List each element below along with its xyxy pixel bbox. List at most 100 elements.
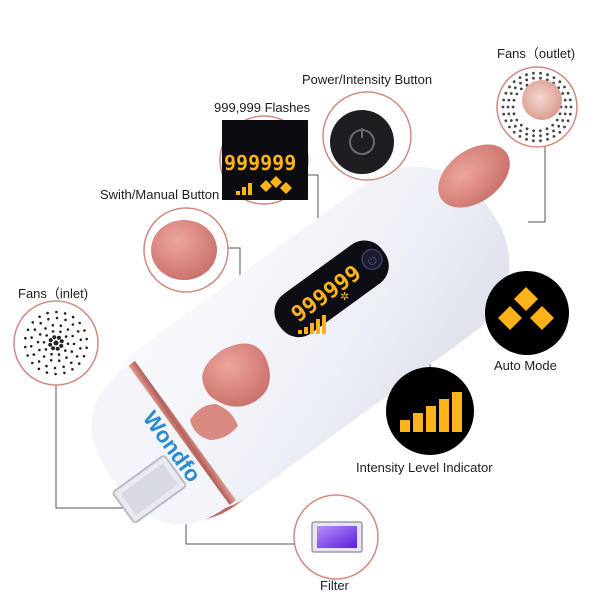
vent-dot xyxy=(42,341,46,344)
label-fans-inlet: Fans（inlet) xyxy=(18,286,88,301)
vent-dot xyxy=(64,349,67,352)
callout-filter xyxy=(293,494,379,580)
vent-dot xyxy=(71,368,74,371)
vent-dot xyxy=(57,353,61,356)
display-panel xyxy=(274,240,389,338)
vent-dot xyxy=(51,346,56,351)
vent-dot xyxy=(59,339,64,344)
callout-flashes: 999999 xyxy=(219,115,309,205)
vent-dot xyxy=(507,98,511,102)
vent-dot xyxy=(525,137,528,141)
power-button[interactable] xyxy=(358,245,386,273)
vent-dot xyxy=(508,85,511,89)
vent-dot xyxy=(525,127,529,131)
callout-power-button xyxy=(322,91,412,181)
outlet-center xyxy=(522,80,562,120)
vent-dot xyxy=(512,98,516,102)
fan-outlet-vent xyxy=(438,144,510,208)
vent-dot xyxy=(519,123,523,127)
vent-dot xyxy=(539,139,542,143)
vent-dot xyxy=(51,324,55,327)
vent-dot xyxy=(519,129,522,133)
vent-dot xyxy=(539,71,542,75)
vent-dot xyxy=(558,112,562,116)
vent-dot xyxy=(558,130,562,134)
leader-outlet xyxy=(528,139,546,223)
vent-dot xyxy=(501,105,505,109)
callout-fans-outlet xyxy=(496,66,578,148)
vent-dot xyxy=(545,132,549,136)
vent-dot xyxy=(85,337,88,341)
vent-dot xyxy=(515,92,519,96)
label-auto-mode: Auto Mode xyxy=(494,358,557,373)
vent-dot xyxy=(561,92,565,95)
auto-mode-icon xyxy=(498,287,554,330)
intensity-bar xyxy=(439,399,449,432)
vent-dot xyxy=(70,361,73,365)
vent-dot xyxy=(519,81,522,85)
vent-dot xyxy=(563,112,567,116)
vent-dot xyxy=(31,361,34,365)
vent-dot xyxy=(566,119,570,123)
manual-button[interactable] xyxy=(202,343,270,407)
vent-dot xyxy=(85,346,88,350)
vent-dot xyxy=(26,354,29,357)
vent-dot xyxy=(78,321,81,325)
vent-dot xyxy=(38,348,41,352)
vent-dot xyxy=(561,119,565,122)
label-power-button: Power/Intensity Button xyxy=(302,72,432,87)
vent-dot xyxy=(29,345,33,348)
vent-dot xyxy=(32,353,36,356)
vent-dot xyxy=(508,125,511,129)
vent-dot xyxy=(564,105,568,109)
vent-dot xyxy=(65,356,68,359)
callout-manual-button xyxy=(143,207,229,293)
vent-dot xyxy=(59,330,62,334)
vent-dot xyxy=(64,335,68,338)
vent-dot xyxy=(532,76,535,80)
vent-dot xyxy=(55,346,60,351)
vent-dot xyxy=(53,340,59,346)
vent-dot xyxy=(558,80,562,84)
vent-dot xyxy=(566,91,570,95)
vent-dot xyxy=(513,86,517,90)
vent-dot xyxy=(59,324,63,328)
vent-dot xyxy=(24,336,27,340)
leader-inlet xyxy=(55,380,135,509)
vent-dot xyxy=(75,355,79,358)
vent-dot xyxy=(525,78,529,82)
vent-dot xyxy=(568,98,572,102)
label-filter: Filter xyxy=(320,578,350,593)
vent-dot xyxy=(51,330,55,333)
vent-dot xyxy=(79,347,82,350)
vent-dot xyxy=(55,316,59,320)
vent-dot xyxy=(545,127,549,131)
vent-dot xyxy=(532,134,535,138)
label-fans-outlet: Fans（outlet) xyxy=(497,46,575,61)
vent-dot xyxy=(518,135,522,138)
vent-dot xyxy=(518,76,522,79)
intensity-bar xyxy=(452,392,462,432)
manual-button-lower xyxy=(190,404,238,440)
vent-dot xyxy=(525,132,529,136)
vent-dot xyxy=(539,134,542,138)
vent-dot xyxy=(54,372,57,376)
flashes-mini-bars xyxy=(236,176,292,195)
vent-dot xyxy=(38,333,42,336)
vent-dot xyxy=(49,359,53,362)
vent-dot xyxy=(568,112,572,116)
vent-dot xyxy=(506,105,510,109)
vent-dot xyxy=(532,71,535,75)
vent-dot xyxy=(82,354,86,358)
vent-dot xyxy=(546,137,549,141)
vent-dot xyxy=(509,92,513,95)
vent-dot xyxy=(64,318,67,322)
vent-dot xyxy=(504,91,508,95)
leader-filter xyxy=(185,522,294,545)
vent-dot xyxy=(552,135,556,138)
vent-dot xyxy=(504,119,508,123)
vent-dot xyxy=(44,327,47,330)
callout-intensity xyxy=(386,367,474,455)
rose-band xyxy=(128,361,237,505)
vent-dot xyxy=(512,80,516,84)
